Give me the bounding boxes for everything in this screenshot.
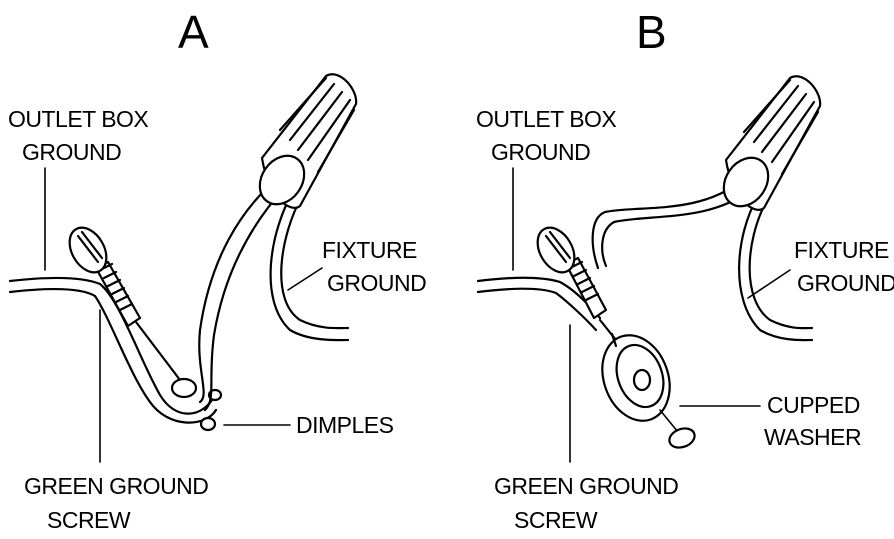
panel-b-fixture-leader bbox=[747, 269, 791, 299]
panel-a-green-ground-screw-label-2: SCREW bbox=[47, 507, 131, 533]
panel-b-green-ground-screw bbox=[536, 226, 608, 320]
panel-b-fixture-ground-label-2: GROUND bbox=[797, 270, 894, 296]
panel-a-fixture-leader bbox=[287, 267, 323, 291]
panel-b-fixture-ground-wire bbox=[738, 194, 814, 342]
panel-a-green-ground-screw bbox=[68, 226, 142, 328]
panel-b-outlet-box-ground-label-1: OUTLET BOX bbox=[476, 106, 616, 132]
panel-a-box-surface bbox=[8, 276, 218, 424]
panel-a: A OUTLET bbox=[8, 6, 427, 533]
panel-b-green-ground-screw-label-2: SCREW bbox=[514, 507, 598, 533]
panel-b-wire-nut bbox=[722, 75, 822, 211]
panel-b-green-ground-screw-label-1: GREEN GROUND bbox=[494, 473, 678, 499]
panel-a-ground-wire bbox=[134, 320, 182, 382]
panel-a-green-ground-screw-label-1: GREEN GROUND bbox=[24, 473, 208, 499]
panel-a-wire-nut bbox=[258, 73, 358, 209]
panel-a-fixture-ground-label-1: FIXTURE bbox=[322, 237, 417, 263]
panel-a-dimples bbox=[170, 377, 223, 432]
panel-b-outlet-box-ground-label-2: GROUND bbox=[491, 139, 590, 165]
panel-b: B bbox=[476, 6, 894, 533]
panel-b-fixture-wire bbox=[591, 178, 752, 270]
panel-a-outlet-box-ground-label-1: OUTLET BOX bbox=[8, 106, 148, 132]
panel-a-dimples-label: DIMPLES bbox=[296, 412, 394, 438]
panel-a-letter: A bbox=[178, 6, 209, 58]
panel-b-washer-screw bbox=[659, 409, 696, 449]
panel-b-cupped-washer-label-2: WASHER bbox=[764, 424, 861, 450]
panel-a-fixture-ground-wire bbox=[269, 188, 350, 342]
panel-b-fixture-ground-label-1: FIXTURE bbox=[794, 237, 889, 263]
panel-b-letter: B bbox=[636, 6, 667, 58]
panel-a-outlet-box-ground-label-2: GROUND bbox=[22, 139, 121, 165]
panel-b-cupped-washer bbox=[601, 332, 671, 422]
panel-a-fixture-ground-label-2: GROUND bbox=[327, 270, 426, 296]
panel-b-cupped-washer-label-1: CUPPED bbox=[767, 392, 860, 418]
panel-a-fixture-wire bbox=[198, 176, 288, 412]
